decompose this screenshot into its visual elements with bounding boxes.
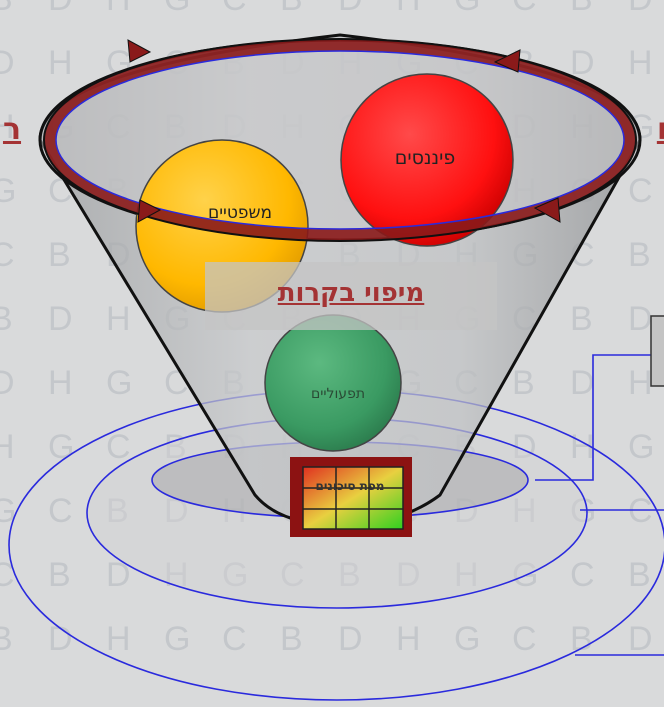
risk-matrix-label: מפת סיכונים xyxy=(315,479,385,493)
background-letter: H xyxy=(396,0,421,19)
background-letter: H xyxy=(106,620,131,658)
right-edge-text: ו xyxy=(656,112,664,147)
background-letter: G xyxy=(164,620,191,658)
background-letter: G xyxy=(454,0,480,19)
background-letter: D xyxy=(628,300,653,338)
background-letter: D xyxy=(48,620,73,658)
background-letter: B xyxy=(280,620,303,658)
inner-connector xyxy=(535,354,664,481)
cycle-ring-blue xyxy=(55,50,625,230)
diagram-title: מיפוי בקרות xyxy=(277,278,425,308)
background-letter: B xyxy=(48,236,71,274)
background-letter: C xyxy=(0,556,15,594)
background-letter: H xyxy=(106,0,131,19)
operations-ball-label: תפעוליים xyxy=(310,386,366,402)
left-edge-text: ר xyxy=(2,112,22,147)
background-letter: D xyxy=(48,300,73,338)
background-letter: C xyxy=(48,492,73,530)
background-letter: C xyxy=(222,0,247,19)
background-letter: H xyxy=(628,44,653,82)
risk-matrix xyxy=(290,457,412,537)
background-letter: H xyxy=(0,108,15,146)
background-letter: B xyxy=(570,620,593,658)
arrowhead-bottom-left xyxy=(137,199,162,223)
background-letter: B xyxy=(280,0,303,19)
background-letter: G xyxy=(164,0,190,19)
background-letter: B xyxy=(0,300,13,338)
background-letter: D xyxy=(0,364,15,402)
right-callout-box xyxy=(650,315,664,387)
background-letter: H xyxy=(48,364,73,402)
background-letter: B xyxy=(570,300,593,338)
cycle-ring-black xyxy=(43,38,637,242)
background-letter: D xyxy=(338,0,363,19)
risk-matrix-grid xyxy=(302,466,404,530)
background-letter: H xyxy=(106,300,131,338)
background-letter: B xyxy=(570,0,593,19)
background-letter: C xyxy=(570,556,595,594)
background-letter: B xyxy=(0,0,13,19)
arrowhead-bottom-right xyxy=(533,197,561,223)
finance-ball-label: פיננסים xyxy=(394,147,456,169)
background-letter: H xyxy=(628,364,653,402)
background-letter: B xyxy=(512,364,535,402)
background-letter: B xyxy=(628,556,651,594)
background-letter: C xyxy=(628,172,653,210)
arrowhead-top-left xyxy=(127,39,152,63)
background-letter: B xyxy=(0,620,13,658)
background-letter: C xyxy=(0,236,15,274)
background-letter: D xyxy=(338,620,363,658)
background-letter: H xyxy=(0,428,15,466)
background-letter: D xyxy=(628,620,653,658)
background-letter: G xyxy=(0,172,17,210)
background-letter: D xyxy=(48,0,73,19)
cycle-arrowheads xyxy=(127,39,561,223)
background-letter: G xyxy=(48,428,75,466)
background-letter: B xyxy=(48,556,71,594)
legal-ball-label: משפטיים xyxy=(207,203,273,223)
background-letter: C xyxy=(628,492,653,530)
background-letter: C xyxy=(106,428,131,466)
background-letter: H xyxy=(396,620,421,658)
connector-lines xyxy=(535,354,664,656)
background-letter: C xyxy=(512,0,537,19)
background-letter: G xyxy=(628,428,655,466)
title-band xyxy=(205,262,497,330)
background-letter: B xyxy=(628,236,651,274)
background-letter: C xyxy=(512,620,537,658)
background-letter: C xyxy=(222,620,247,658)
background-letter: D xyxy=(570,44,595,82)
arrowhead-top-right xyxy=(493,49,521,73)
operations-ball xyxy=(264,314,402,452)
background-letter: D xyxy=(0,44,15,82)
background-letter: H xyxy=(48,44,73,82)
finance-ball xyxy=(340,73,514,247)
cycle-arrows xyxy=(43,38,637,242)
background-letter: D xyxy=(570,364,595,402)
cycle-ring-dark xyxy=(44,39,636,241)
background-letter: D xyxy=(628,0,653,19)
background-letter: G xyxy=(106,364,133,402)
background-letter: G xyxy=(454,620,481,658)
